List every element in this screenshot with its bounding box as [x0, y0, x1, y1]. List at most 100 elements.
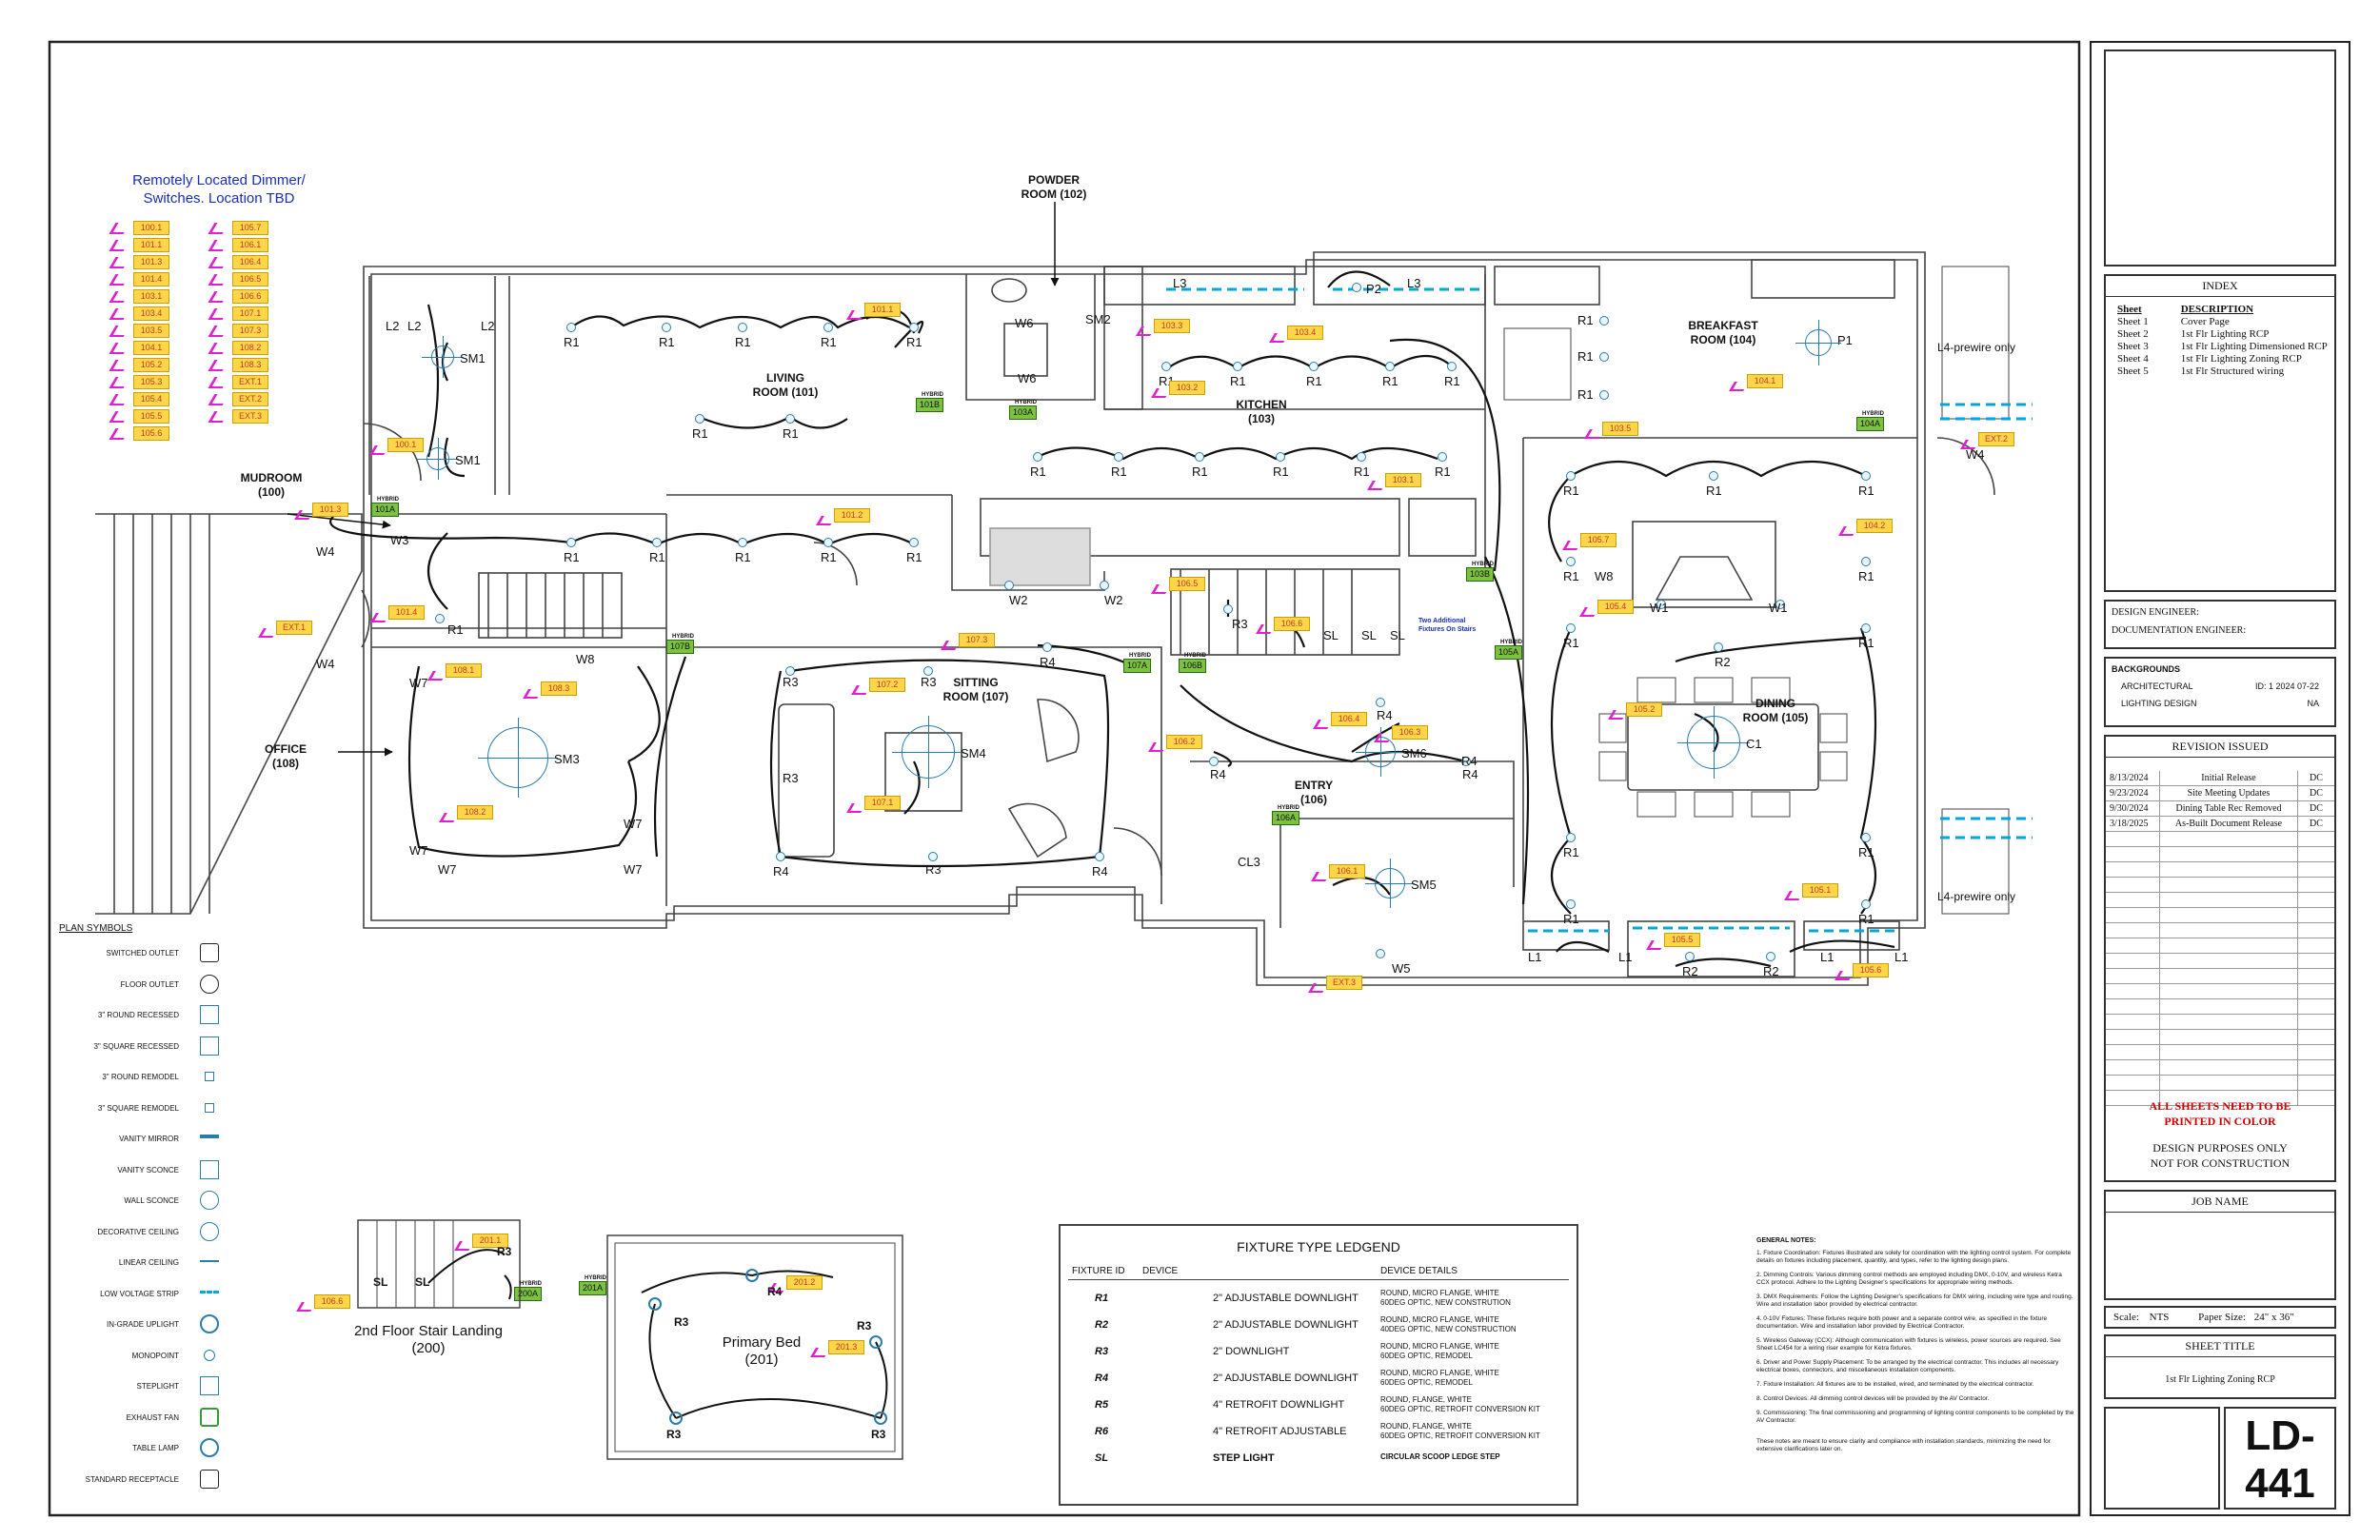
revision-description [2159, 877, 2298, 893]
revision-date [2106, 1014, 2160, 1030]
room-number: ROOM (102) [1021, 188, 1087, 201]
general-note: 4. 0-10V Fixtures: These fixtures requir… [1756, 1315, 2048, 1330]
plan-symbol-row: 3" SQUARE RECESSED [55, 1035, 227, 1057]
switch-tag: 106.4 [232, 255, 268, 269]
fixture-label: R1 [649, 550, 665, 564]
legend-detail-2: 60DEG OPTIC, REMODEL [1380, 1378, 1473, 1387]
monopoint-icon [204, 1349, 215, 1361]
fixture-label: R1 [1577, 313, 1594, 327]
plan-symbol-label: SWITCHED OUTLET [106, 949, 179, 958]
index-title: INDEX [2106, 276, 2334, 297]
plan-symbol-row: MONOPOINT [55, 1344, 227, 1367]
room-leaders [287, 202, 1060, 757]
switch-arrow-icon [109, 291, 130, 303]
fixture-label: L2 [386, 319, 400, 333]
fixture-label: R1 [659, 335, 675, 349]
fixture-label: SM2 [1085, 312, 1111, 326]
revision-description [2159, 907, 2298, 923]
hybrid-label: HYBRID [1472, 562, 1495, 567]
legend-device: 2" ADJUSTABLE DOWNLIGHT [1213, 1293, 1359, 1304]
crosshair-v [518, 718, 519, 798]
keypad-id: 101A [371, 503, 400, 517]
room-number: ROOM (101) [752, 385, 819, 399]
general-notes-title: GENERAL NOTES: [1756, 1237, 1816, 1244]
remote-dimmer-item: 105.6 [109, 426, 198, 442]
keypad-id: 106A [1272, 811, 1300, 825]
index-description: Cover Page [2180, 315, 2230, 327]
crosshair-v [1714, 706, 1715, 779]
revision-empty-row [2106, 968, 2334, 984]
remote-dimmer-item: EXT.3 [208, 409, 297, 424]
revision-by: DC [2297, 785, 2334, 801]
keypad-id: 103B [1466, 567, 1495, 582]
fixture-icon [1385, 362, 1395, 371]
fixture-label: R2 [1763, 964, 1779, 978]
revision-by [2297, 953, 2334, 969]
general-note: 2. Dimming Controls: Various dimming con… [1756, 1272, 2062, 1286]
keypad-id: 201A [579, 1281, 607, 1295]
plan-symbol-row: IN-GRADE UPLIGHT [55, 1313, 227, 1335]
revision-description: Dining Table Rec Removed [2159, 800, 2298, 817]
switch-tag: EXT.3 [232, 409, 268, 424]
revision-by [2297, 1044, 2334, 1060]
documentation-engineer: DOCUMENTATION ENGINEER: [2112, 625, 2247, 636]
zone-arrow-icon [1311, 872, 1331, 881]
room-name: LIVING [765, 371, 804, 385]
wiring [329, 270, 1895, 968]
design-purpose-note: DESIGN PURPOSES ONLY NOT FOR CONSTRUCTIO… [2106, 1140, 2334, 1171]
revision-by [2297, 877, 2334, 893]
fixture-label: SM3 [554, 752, 580, 766]
revision-date [2106, 1059, 2160, 1076]
revision-description: Initial Release [2159, 771, 2298, 786]
switch-tag: 108.3 [232, 358, 268, 372]
revision-date: 9/30/2024 [2106, 800, 2160, 817]
fixture-icon [738, 538, 747, 547]
switch-arrow-icon [208, 360, 229, 371]
keypad-id: 107A [1123, 659, 1152, 673]
remote-dimmer-item: 107.1 [208, 306, 297, 322]
fixture-label: R4 [1210, 767, 1226, 781]
zone-arrow-icon [1151, 584, 1171, 594]
fixture-label: L2 [481, 319, 495, 333]
index-empty-row [2113, 538, 2327, 550]
zone-arrow-icon [1269, 333, 1289, 343]
revision-empty-row [2106, 1059, 2334, 1076]
hybrid-label: HYBRID [1500, 640, 1523, 645]
remote-dimmer-item: 105.4 [109, 392, 198, 407]
zone-arrow-icon [1579, 607, 1599, 617]
fixture-legend: FIXTURE TYPE LEDGEND FIXTURE ID DEVICE D… [1059, 1224, 1578, 1506]
floor-outlet-icon [200, 974, 219, 994]
fixture-label: R1 [1563, 845, 1579, 859]
room-name: OFFICE [265, 742, 307, 756]
legend-device: 4" RETROFIT ADJUSTABLE [1213, 1426, 1347, 1437]
zone-tag: 108.3 [541, 681, 577, 696]
room-number: ROOM (104) [1690, 333, 1756, 346]
switch-arrow-icon [109, 394, 130, 405]
switch-tag: 103.4 [133, 306, 169, 321]
fixture-label: R1 [821, 335, 837, 349]
fixture-icon [566, 538, 576, 547]
plan-symbol-label: DECORATIVE CEILING [97, 1227, 179, 1236]
switch-tag: 101.3 [133, 255, 169, 269]
index-empty-rows [2113, 377, 2327, 563]
zone-arrow-icon [523, 689, 543, 699]
room-number: (108) [271, 757, 299, 770]
zone-arrow-icon [1151, 388, 1171, 398]
fixture-icon [823, 323, 833, 332]
revision-description [2159, 1014, 2298, 1030]
legend-detail-2: 60DEG OPTIC, NEW CONSTRUTION [1380, 1298, 1511, 1307]
room-name: BREAKFAST [1688, 319, 1758, 332]
stair-landing-drawing [357, 1219, 521, 1309]
sheet-number-line1: LD- [2245, 1412, 2315, 1459]
zone-tag: EXT.2 [1978, 432, 2014, 446]
zone-tag: 106.3 [1392, 725, 1428, 740]
revision-by [2297, 907, 2334, 923]
fixture-label: R1 [1273, 464, 1289, 479]
remote-dimmer-item: 101.4 [109, 272, 198, 287]
plan-symbol-label: 3" SQUARE RECESSED [93, 1041, 179, 1051]
